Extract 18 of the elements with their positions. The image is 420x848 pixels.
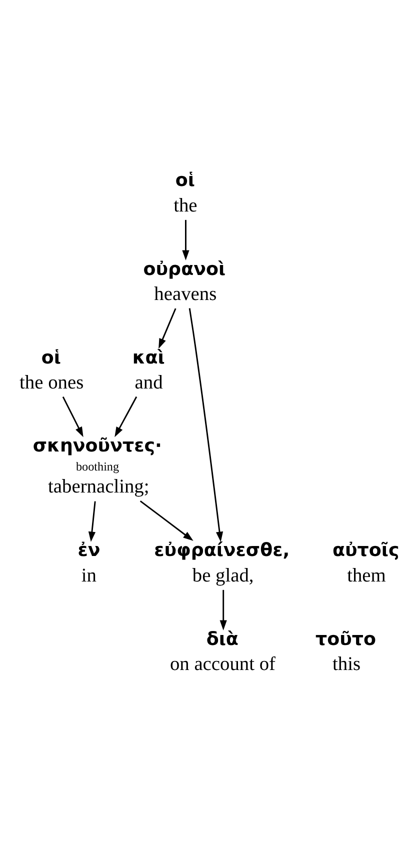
node-text: οἱ the <box>174 170 198 216</box>
arrow <box>188 308 224 542</box>
node-text: αὐτοῖς them <box>332 540 400 586</box>
node-text: τοῦτο this <box>316 628 376 676</box>
arrow <box>62 396 84 438</box>
node-text: διὰ on account of <box>170 628 276 676</box>
node-text: οἱ the ones <box>20 347 84 394</box>
node-text: σκηνοῦντες· boothing tabernacling; <box>32 435 162 498</box>
node-text: ἐν in <box>78 540 100 586</box>
arrow <box>182 220 190 260</box>
node-text: οὐρανοὶ heavens <box>143 258 226 306</box>
node-text: καὶ and <box>132 347 165 394</box>
arrow <box>114 396 138 438</box>
arrow <box>88 501 96 542</box>
arrow <box>140 500 194 541</box>
node-text: εὐφραίνεσθε, be glad, <box>154 540 290 586</box>
arrow <box>220 590 227 630</box>
arrow <box>158 308 176 349</box>
